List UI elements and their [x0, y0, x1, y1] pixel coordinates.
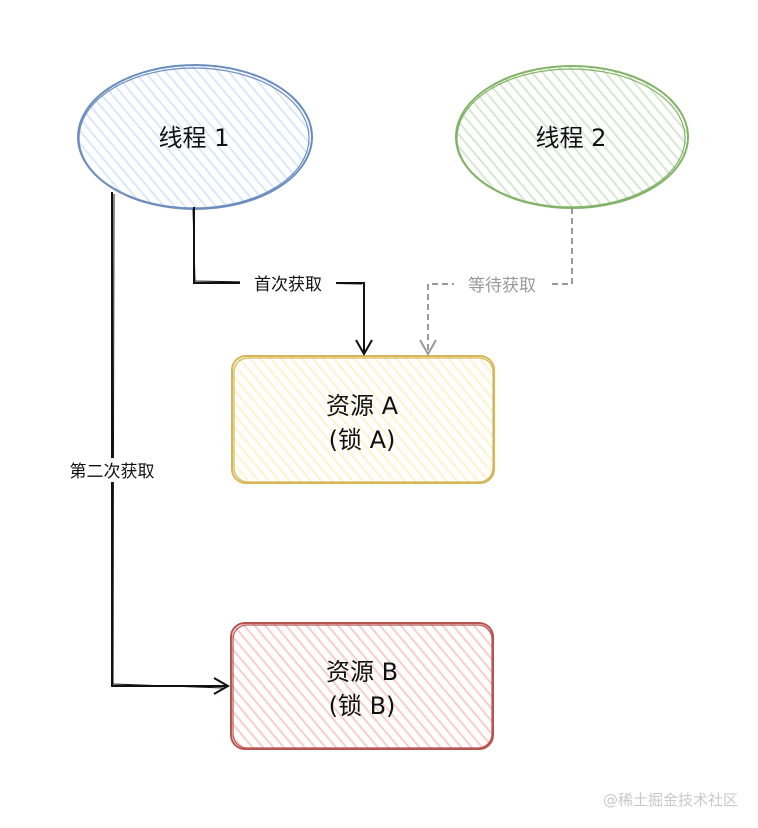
resourceB-node: 资源 B (锁 B) [230, 622, 494, 750]
resourceA-node: 资源 A (锁 A) [231, 355, 495, 484]
watermark: @稀土掘金技术社区 [602, 791, 738, 809]
resourceB-label-line2: (锁 B) [329, 692, 396, 720]
thread2-node: 线程 2 [455, 65, 689, 209]
resourceA-label-line2: (锁 A) [329, 426, 396, 454]
edge-label-wait-acquire: 等待获取 [468, 276, 536, 296]
edge-second-acquire: 第二次获取 [52, 192, 231, 695]
thread1-node: 线程 1 [77, 64, 313, 210]
thread2-label: 线程 2 [536, 124, 607, 152]
edge-label-second-acquire: 第二次获取 [70, 462, 155, 482]
edge-label-first-acquire: 首次获取 [254, 275, 322, 295]
arrowhead-wait-acquire [419, 339, 437, 357]
resourceA-label-line1: 资源 A [326, 392, 399, 420]
arrowhead-first-acquire [355, 339, 373, 357]
edge-wait-acquire: 等待获取 [419, 208, 573, 357]
resourceB-label-line1: 资源 B [326, 658, 398, 686]
arrowhead-second-acquire [213, 677, 231, 695]
thread1-label: 线程 1 [159, 124, 230, 152]
edge-first-acquire: 首次获取 [192, 207, 373, 357]
